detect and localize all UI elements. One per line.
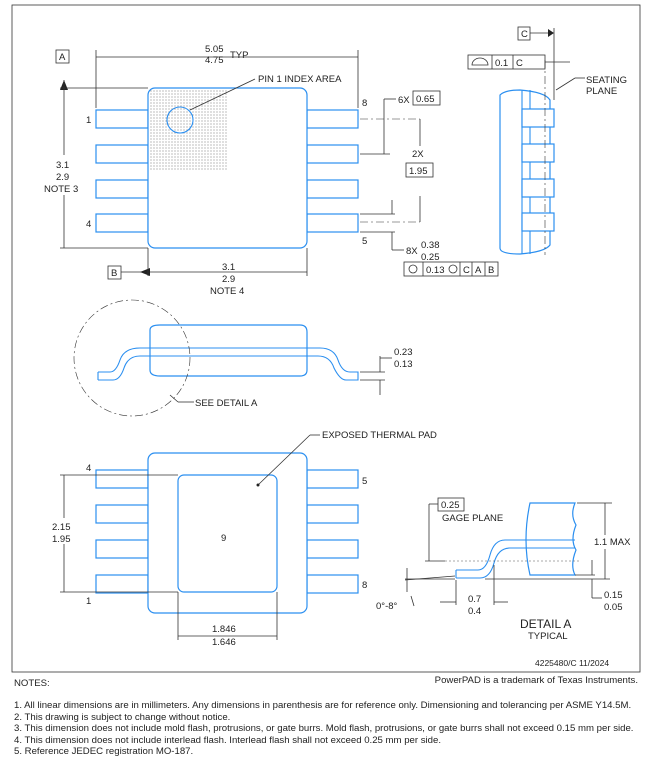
- dimension-label: 9: [221, 533, 226, 544]
- dimension-label: A: [475, 265, 482, 276]
- dimension-label: 0.25: [441, 500, 460, 511]
- dimension-label: 1: [86, 596, 91, 607]
- dimension-label: NOTE 4: [210, 286, 244, 297]
- dimension-label: TYP: [230, 50, 248, 61]
- top-view: 5.05 4.75 TYP A 3.1 2.9 NOTE 3 B 3.1 2.9…: [40, 44, 499, 297]
- dimension-label: 2.9: [56, 172, 69, 183]
- note-item: 2. This drawing is subject to change wit…: [14, 711, 231, 723]
- right-leads: [306, 109, 359, 233]
- end-view: C 0.1 C SEATING PLANE: [467, 26, 627, 255]
- dimension-label: 4: [86, 463, 91, 474]
- dimension-label: 4.75: [205, 55, 224, 66]
- dimension-label: 0.13: [426, 265, 445, 276]
- dimension-label: 0.15: [604, 590, 623, 601]
- dimension-label: 0.7: [468, 594, 481, 605]
- dimension-label: 0.38: [421, 240, 440, 251]
- bottom-view: 9 EXPOSED THERMAL PAD 4 1 5 8 2.15 1.95 …: [48, 430, 437, 648]
- dimension-label: C: [521, 29, 528, 40]
- dimension-label: TYPICAL: [528, 631, 568, 642]
- note-item: 3. This dimension does not include mold …: [14, 723, 634, 735]
- dimension-label: 0.23: [394, 347, 413, 358]
- dimension-label: 1.95: [52, 534, 71, 545]
- dimension-label: 8: [362, 98, 367, 109]
- dimension-label: 4: [86, 219, 91, 230]
- dimension-label: SEATING: [586, 75, 627, 86]
- side-view: SEE DETAIL A 0.23 0.13: [73, 299, 413, 417]
- note-item: 5. Reference JEDEC registration MO-187.: [14, 746, 194, 758]
- notes-header: NOTES:: [14, 678, 50, 689]
- dimension-label: 1.646: [212, 637, 236, 648]
- dimension-label: B: [488, 265, 494, 276]
- pin1-marker: [166, 106, 194, 134]
- dimension-label: 5: [362, 236, 367, 247]
- notes-section: NOTES: 1. All linear dimensions are in m…: [14, 678, 644, 757]
- dimension-label: B: [111, 268, 117, 279]
- dimension-label: 1.846: [212, 624, 236, 635]
- dimension-label: 3.1: [222, 262, 235, 273]
- dimension-label: GAGE PLANE: [442, 513, 503, 524]
- document-id: 4225480/C 11/2024: [535, 658, 609, 668]
- dimension-label: 0.1: [495, 58, 508, 69]
- dimension-label: 0.25: [421, 252, 440, 263]
- dimension-label: 1.1 MAX: [594, 537, 631, 548]
- dimension-label: 0.65: [416, 94, 435, 105]
- dimension-label: DETAIL A: [520, 617, 571, 631]
- dimension-label: 3.1: [56, 160, 69, 171]
- drawing-frame: [11, 4, 641, 673]
- thermal-pad: [177, 474, 278, 593]
- dimension-label: PLANE: [586, 86, 617, 97]
- dimension-label: 6X: [398, 95, 410, 106]
- detail-a-circle: [73, 299, 191, 417]
- dimension-label: 1: [86, 115, 91, 126]
- detail-a: 1.1 MAX 0.15 0.05 0.25 GAGE PLANE 0°-8° …: [376, 497, 632, 642]
- dimension-label: 8: [362, 580, 367, 591]
- dimension-label: 0.4: [468, 606, 481, 617]
- dimension-label: 5: [362, 476, 367, 487]
- dimension-label: EXPOSED THERMAL PAD: [322, 430, 437, 441]
- dimension-label: 0°-8°: [376, 601, 398, 612]
- trademark-note: PowerPAD is a trademark of Texas Instrum…: [434, 675, 638, 686]
- note-item: 4. This dimension does not include inter…: [14, 734, 441, 746]
- dimension-label: 0.13: [394, 359, 413, 370]
- dimension-label: 5.05: [205, 44, 224, 55]
- dimension-label: PIN 1 INDEX AREA: [258, 74, 342, 85]
- dimension-label: 8X: [406, 246, 418, 257]
- note-item: 1. All linear dimensions are in millimet…: [14, 700, 632, 712]
- dimension-label: SEE DETAIL A: [195, 398, 258, 409]
- dimension-label: 1.95: [409, 166, 428, 177]
- left-leads: [95, 109, 149, 233]
- dimension-label: 2.9: [222, 274, 235, 285]
- dimension-label: 2X: [412, 149, 424, 160]
- position-tolerance-frame: 0.13 C A B: [403, 261, 499, 277]
- dimension-label: A: [59, 52, 66, 63]
- dimension-label: NOTE 3: [44, 184, 78, 195]
- dimension-label: C: [463, 265, 470, 276]
- dimension-label: 0.05: [604, 602, 623, 613]
- dimension-label: 2.15: [52, 522, 71, 533]
- dimension-label: C: [516, 58, 523, 69]
